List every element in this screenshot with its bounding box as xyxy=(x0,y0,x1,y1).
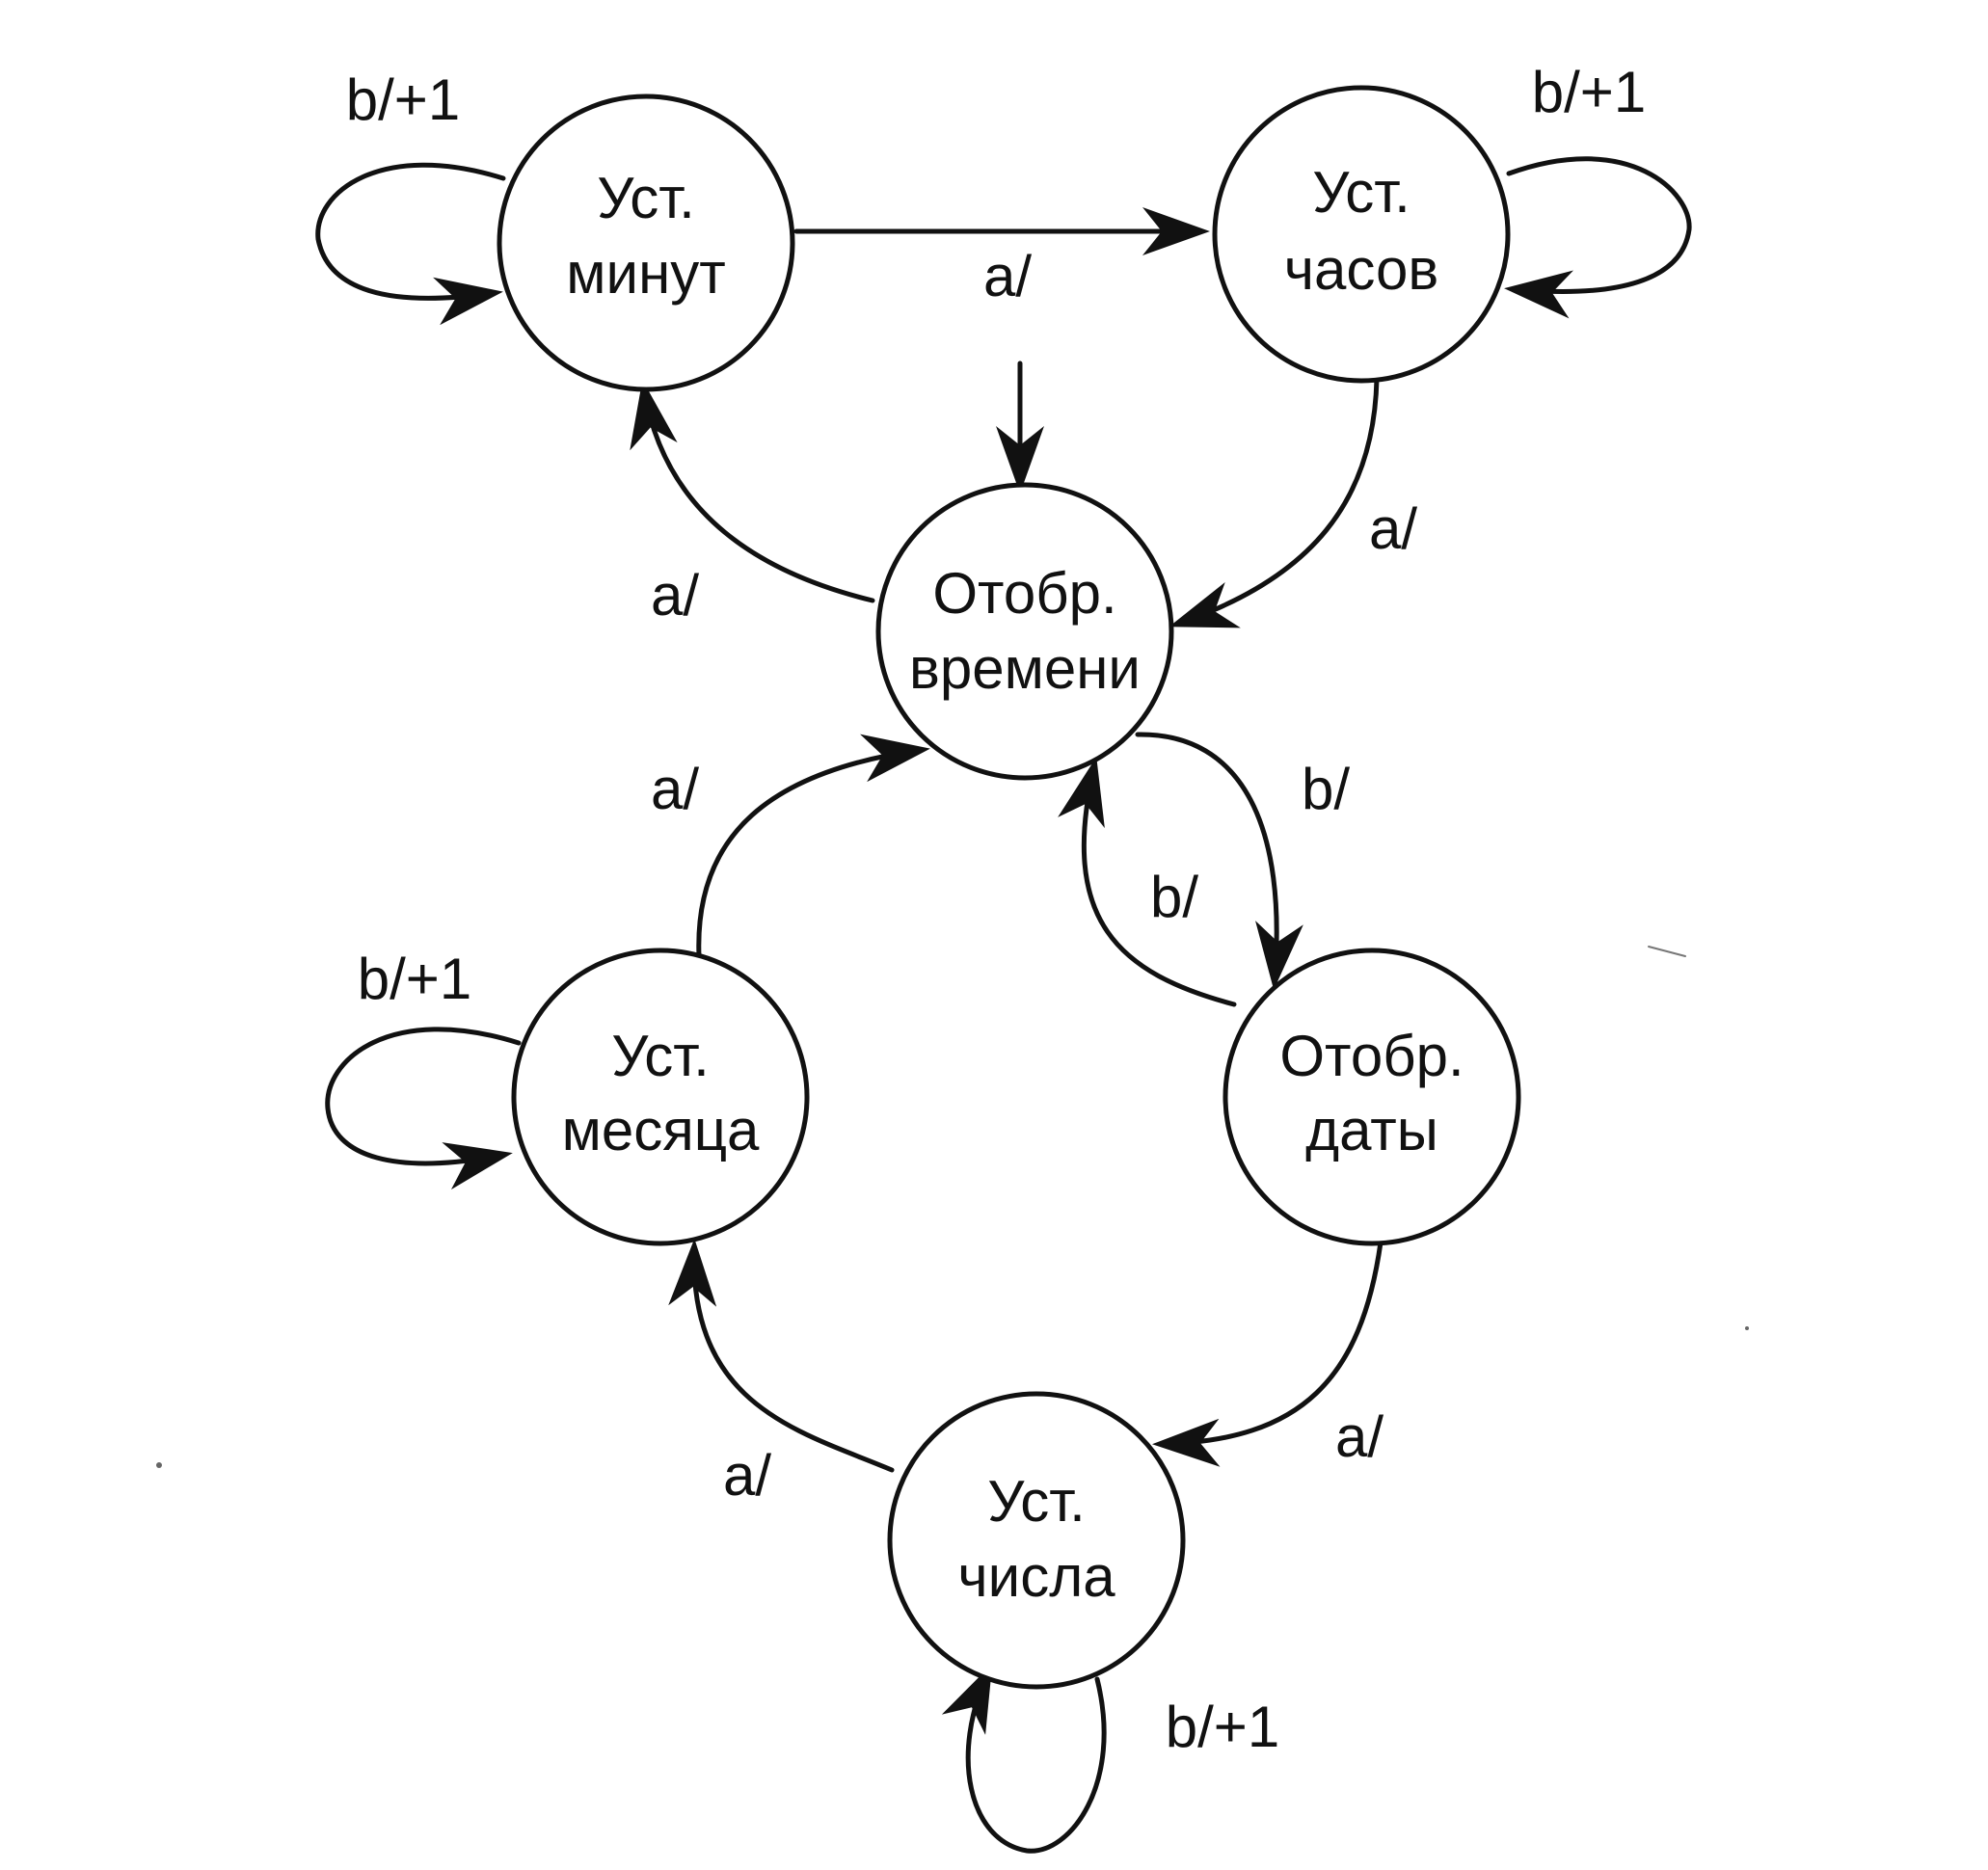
state-set-day: Уст. числа xyxy=(887,1391,1186,1690)
state-set-hours-line2: часов xyxy=(1284,237,1439,302)
label-day-self: b/+1 xyxy=(1166,1695,1279,1759)
state-show-date-line1: Отобр. xyxy=(1279,1024,1464,1088)
state-set-minutes-line1: Уст. xyxy=(597,166,695,230)
edge-day-to-month xyxy=(668,1239,895,1473)
label-hours-to-time: a/ xyxy=(1369,496,1417,561)
label-date-to-time: b/ xyxy=(1150,865,1198,929)
label-hours-self: b/+1 xyxy=(1532,60,1646,124)
state-set-month-line1: Уст. xyxy=(611,1024,710,1088)
label-day-to-month: a/ xyxy=(723,1443,771,1508)
edge-date-to-day xyxy=(1152,1240,1384,1467)
state-set-day-line1: Уст. xyxy=(987,1469,1086,1534)
state-show-date: Отобр. даты xyxy=(1222,948,1521,1246)
scan-speck-right xyxy=(1648,946,1686,957)
label-minutes-to-hours: a/ xyxy=(983,244,1032,308)
state-show-date-line2: даты xyxy=(1305,1098,1438,1162)
label-time-to-minutes: a/ xyxy=(651,563,699,628)
edge-minutes-self-loop xyxy=(315,162,506,326)
edge-time-to-date xyxy=(1135,732,1303,990)
scan-speck-left xyxy=(156,1462,162,1468)
label-date-to-day: a/ xyxy=(1335,1404,1384,1469)
edge-time-to-minutes xyxy=(630,380,875,603)
state-show-time: Отобр. времени xyxy=(875,482,1174,781)
state-set-minutes: Уст. минут xyxy=(497,94,795,392)
state-set-day-line2: числа xyxy=(957,1544,1115,1609)
state-show-time-line1: Отобр. xyxy=(932,561,1116,626)
state-set-hours: Уст. часов xyxy=(1212,85,1511,384)
edge-month-to-time xyxy=(696,734,930,959)
scan-speck-right-dot xyxy=(1745,1326,1749,1330)
state-set-month: Уст. месяца xyxy=(511,948,810,1246)
state-set-hours-line1: Уст. xyxy=(1312,160,1410,225)
state-set-month-line2: месяца xyxy=(562,1098,760,1162)
label-minutes-self: b/+1 xyxy=(346,67,460,132)
edge-hours-self-loop xyxy=(1504,156,1692,319)
edge-month-self-loop xyxy=(325,1027,522,1190)
edge-day-self-loop xyxy=(941,1663,1107,1854)
label-month-to-time: a/ xyxy=(651,757,699,821)
label-time-to-date: b/ xyxy=(1302,757,1350,821)
state-set-minutes-line2: минут xyxy=(566,241,725,306)
edge-date-to-time xyxy=(1058,757,1237,1007)
label-month-self: b/+1 xyxy=(358,947,471,1011)
edge-hours-to-time xyxy=(1169,376,1380,628)
state-show-time-line2: времени xyxy=(909,636,1141,701)
